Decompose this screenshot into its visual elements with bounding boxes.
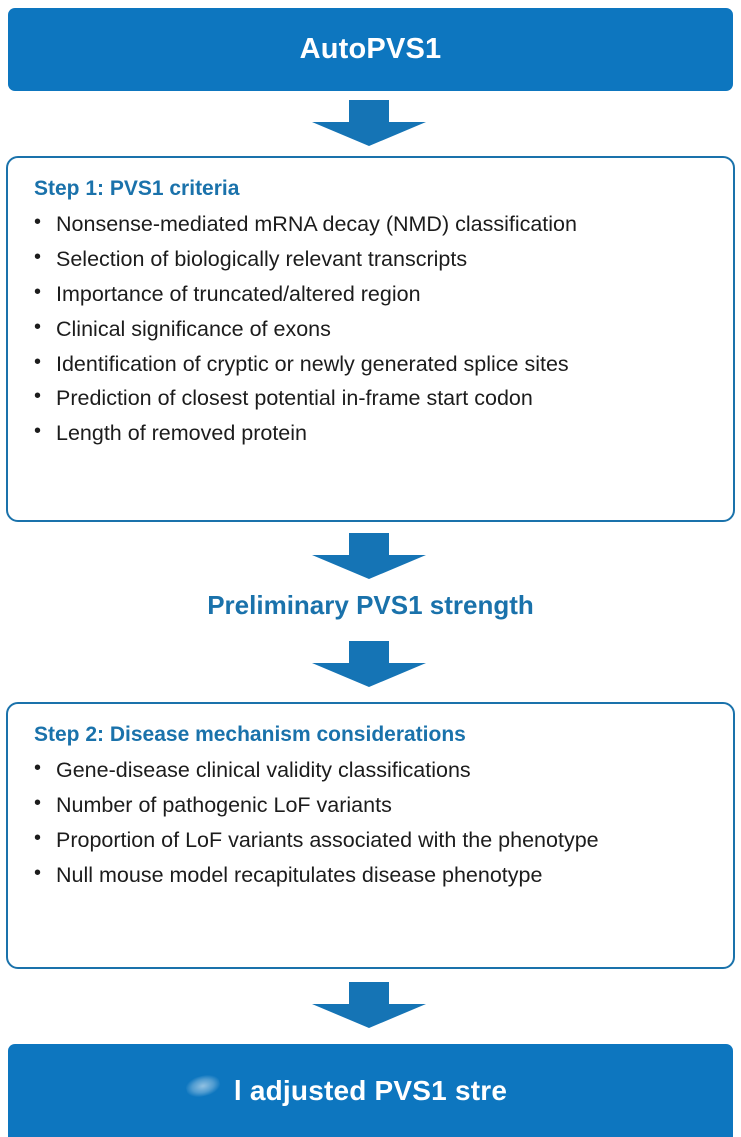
list-item: Proportion of LoF variants associated wi…	[26, 822, 715, 858]
title-banner-label: AutoPVS1	[299, 33, 442, 65]
step2-heading: Step 2: Disease mechanism considerations	[34, 723, 466, 746]
list-item: Number of pathogenic LoF variants	[26, 787, 715, 823]
list-item: Prediction of closest potential in-frame…	[26, 380, 715, 416]
list-item: Null mouse model recapitulates disease p…	[26, 857, 715, 893]
list-item: Length of removed protein	[26, 415, 715, 451]
list-item: Selection of biologically relevant trans…	[26, 241, 715, 277]
step1-heading: Step 1: PVS1 criteria	[34, 177, 240, 200]
step1-bullet-list: Nonsense-mediated mRNA decay (NMD) class…	[26, 206, 715, 451]
preliminary-strength-label: Preliminary PVS1 strength	[207, 590, 534, 620]
arrow-title-to-step1-icon	[312, 100, 426, 146]
final-strength-banner: l adjusted PVS1 stre	[8, 1044, 733, 1137]
final-banner-content: l adjusted PVS1 stre	[8, 1044, 733, 1137]
step2-box: Step 2: Disease mechanism considerations…	[6, 702, 735, 969]
arrow-step1-to-preliminary-icon	[312, 533, 426, 579]
list-item: Identification of cryptic or newly gener…	[26, 346, 715, 382]
arrow-preliminary-to-step2-icon	[312, 641, 426, 687]
final-strength-label: l adjusted PVS1 stre	[233, 1074, 508, 1106]
list-item-text: Proportion of LoF variants associated wi…	[56, 827, 599, 852]
list-item: Gene-disease clinical validity classific…	[26, 752, 715, 788]
list-item: Nonsense-mediated mRNA decay (NMD) class…	[26, 206, 715, 242]
step1-box: Step 1: PVS1 criteria Nonsense-mediated …	[6, 156, 735, 522]
title-banner: AutoPVS1	[8, 8, 733, 91]
list-item: Importance of truncated/altered region	[26, 276, 715, 312]
list-item: Clinical significance of exons	[26, 311, 715, 347]
smudge-artifact-icon	[184, 1072, 222, 1100]
step2-bullet-list: Gene-disease clinical validity classific…	[26, 752, 715, 893]
arrow-step2-to-final-icon	[312, 982, 426, 1028]
